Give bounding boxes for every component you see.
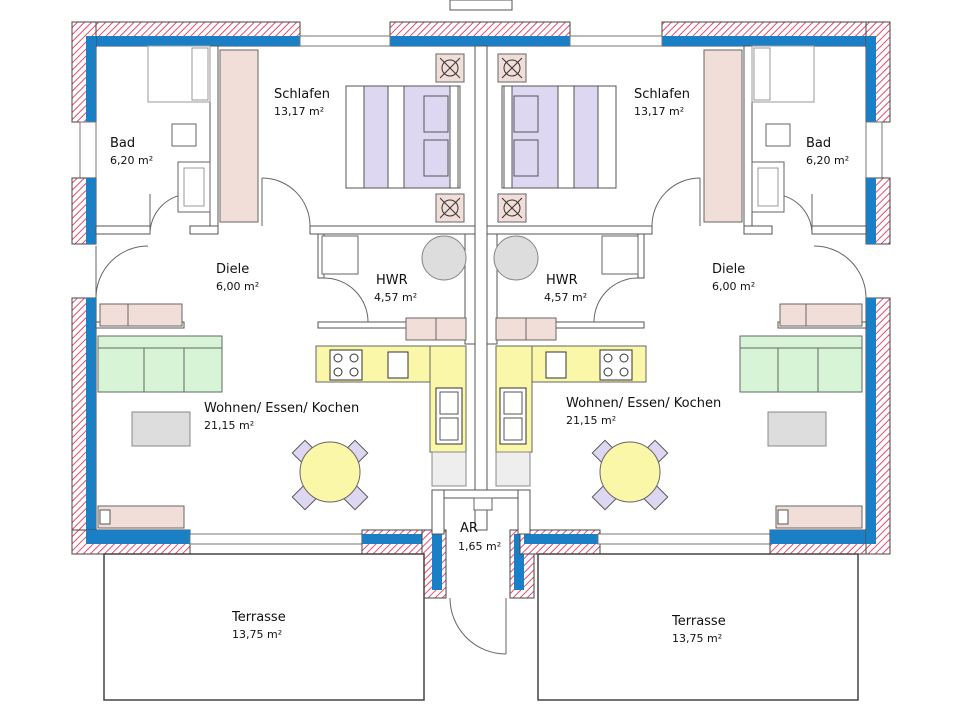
window-bad-left [79,121,97,179]
roof-marker [449,0,513,11]
bed-right [501,85,617,189]
ar-fixture [473,497,493,511]
coffee-table-right [767,411,827,447]
dining-table-right [591,439,669,511]
room-area-diele-left: 6,00 m² [216,280,259,293]
hwr-left-appliances [321,235,467,281]
room-name-bad-left: Bad [110,136,135,151]
shelves-left [99,303,467,341]
exterior-walls [71,21,891,599]
wardrobe-right [703,49,743,223]
coffee-table-left [131,411,191,447]
dining-table-left [291,439,369,511]
room-area-wohnen-right: 21,15 m² [566,414,616,427]
terrace-right [537,553,859,701]
room-area-schlafen-right: 13,17 m² [634,105,684,118]
toilet-icon [765,123,791,147]
window-top-left [299,35,391,47]
room-name-wohnen-left: Wohnen/ Essen/ Kochen [204,401,359,416]
room-name-wohnen-right: Wohnen/ Essen/ Kochen [566,396,721,411]
bed-left [345,85,461,189]
toilet-icon [171,123,197,147]
room-name-terrasse-left: Terrasse [231,610,286,625]
bathroom-left [147,45,211,213]
room-name-ar: AR [460,521,478,536]
room-name-hwr-left: HWR [376,273,408,288]
room-name-diele-right: Diele [712,262,745,277]
wardrobe-left [219,49,259,223]
shelves-right [495,303,863,341]
room-area-hwr-right: 4,57 m² [544,291,587,304]
sofa-right [739,335,863,393]
bathroom-right [751,45,815,213]
sideboard-left [97,505,185,529]
room-area-bad-right: 6,20 m² [806,154,849,167]
kitchen-left [315,345,467,487]
room-name-terrasse-right: Terrasse [671,614,726,629]
room-name-schlafen-left: Schlafen [274,87,330,102]
room-area-ar: 1,65 m² [458,540,501,553]
kitchen-right [495,345,647,487]
plant-icon [435,53,465,223]
room-area-terrasse-left: 13,75 m² [232,628,282,641]
hwr-right-appliances [493,235,639,281]
terrace-left [103,553,425,701]
room-area-hwr-left: 4,57 m² [374,291,417,304]
window-top-right [569,35,663,47]
room-name-schlafen-right: Schlafen [634,87,690,102]
sofa-left [97,335,223,393]
sideboard-right [775,505,863,529]
room-area-wohnen-left: 21,15 m² [204,419,254,432]
window-living-right [597,533,771,545]
plant-icon [497,53,527,223]
room-name-hwr-right: HWR [546,273,578,288]
room-area-schlafen-left: 13,17 m² [274,105,324,118]
room-area-bad-left: 6,20 m² [110,154,153,167]
room-area-diele-right: 6,00 m² [712,280,755,293]
window-living-left [189,533,363,545]
room-name-bad-right: Bad [806,136,831,151]
room-name-diele-left: Diele [216,262,249,277]
room-area-terrasse-right: 13,75 m² [672,632,722,645]
window-bad-right [865,121,883,179]
